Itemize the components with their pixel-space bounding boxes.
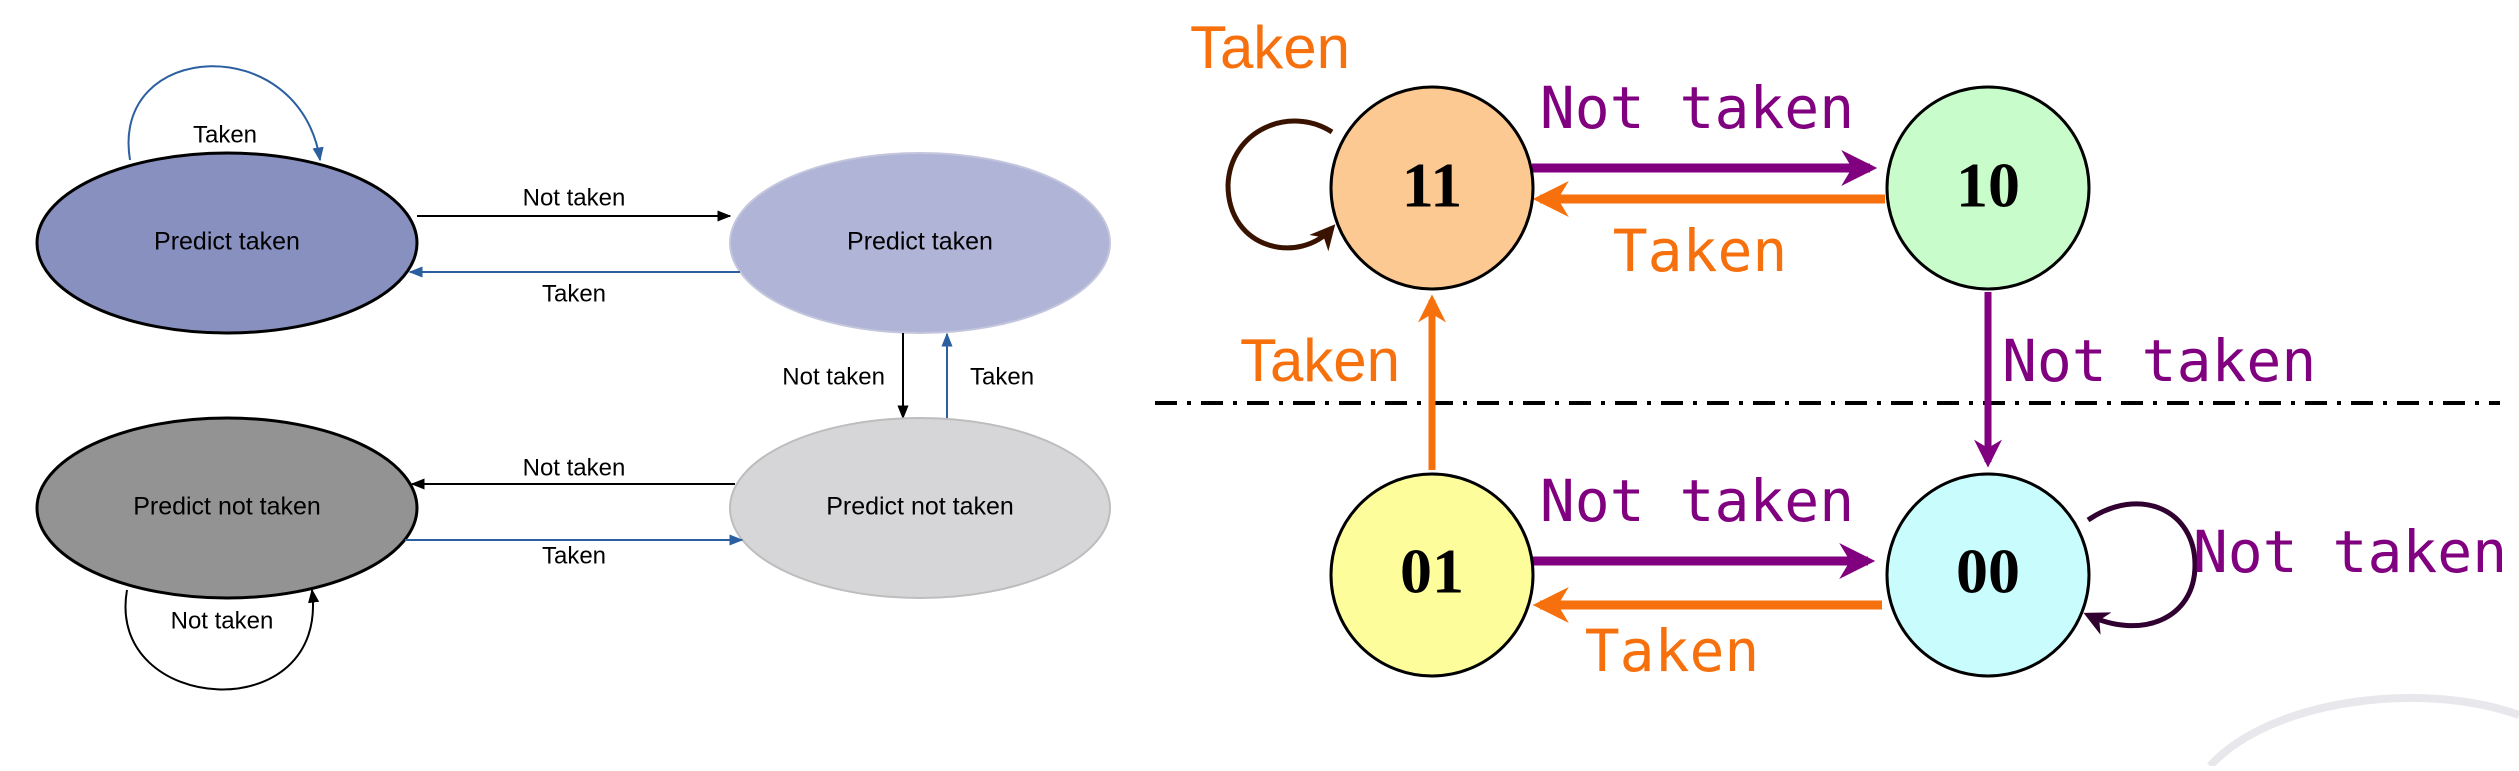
bottom-taken-label: Taken: [542, 542, 606, 569]
watermark-arc: [2207, 694, 2519, 769]
state-predict-not-taken-weak-label: Predict not taken: [826, 493, 1014, 521]
bottom-taken-label-right: Taken: [1585, 617, 1760, 685]
state-00-label: 00: [1956, 536, 2020, 607]
state-predict-not-taken-weak: [729, 417, 1111, 599]
bottom-not-taken-label: Not taken: [523, 454, 626, 481]
self-loop-00-label: Not taken: [2193, 518, 2507, 586]
state-10-circle: [1885, 85, 2091, 291]
self-loop-11-arrow: [1225, 118, 1336, 252]
state-predict-not-taken-strong-label: Predict not taken: [133, 493, 321, 521]
self-loop-taken-arrow: [127, 65, 324, 162]
self-loop-11-label: Taken: [1190, 14, 1350, 81]
right-not-taken-label-right: Not taken: [2002, 327, 2316, 395]
mid-taken-label: Taken: [970, 363, 1034, 390]
top-not-taken-label: Not taken: [523, 184, 626, 211]
state-11-circle: [1329, 85, 1535, 291]
right-diagram: Taken Not taken Taken Taken Not taken No…: [1155, 14, 2519, 769]
self-loop-00-arrow: [2083, 501, 2198, 635]
top-not-taken-label-right: Not taken: [1540, 74, 1854, 142]
state-01-label: 01: [1400, 536, 1464, 607]
state-01-circle: [1329, 472, 1535, 678]
self-loop-taken-label: Taken: [193, 121, 257, 148]
left-diagram: Taken Predict taken Predict taken Not ta…: [35, 65, 1111, 691]
top-taken-label-right: Taken: [1613, 217, 1788, 285]
self-loop-not-taken-label: Not taken: [171, 607, 274, 634]
bottom-not-taken-label-right: Not taken: [1540, 467, 1854, 535]
state-predict-not-taken-strong: [35, 416, 419, 600]
state-predict-taken-weak: [729, 152, 1111, 334]
state-predict-taken-strong: [35, 151, 419, 335]
state-predict-taken-strong-label: Predict taken: [154, 228, 300, 256]
state-00-circle: [1885, 472, 2091, 678]
state-10-label: 10: [1956, 150, 2020, 221]
left-taken-label-right: Taken: [1240, 327, 1400, 394]
mid-not-taken-label: Not taken: [782, 363, 885, 390]
state-11-label: 11: [1402, 150, 1462, 221]
state-predict-taken-weak-label: Predict taken: [847, 228, 993, 256]
self-loop-not-taken-arrow: [124, 588, 320, 691]
top-taken-label: Taken: [542, 280, 606, 307]
